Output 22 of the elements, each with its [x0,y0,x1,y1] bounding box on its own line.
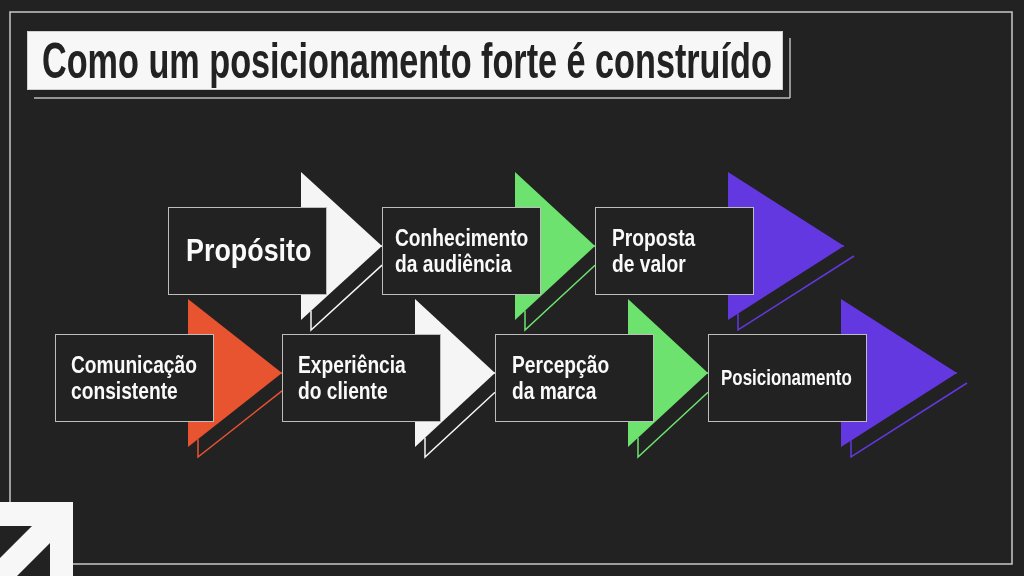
step-label: Propósito [186,233,313,269]
title: Como um posicionamento forte é construído [42,35,772,86]
triangle-arrow [728,172,845,320]
step-label: Comunicação consistente [71,351,198,405]
step-label: Conhecimento da audiência [395,224,530,278]
triangle-arrow [515,172,596,320]
process-box [55,334,214,422]
process-box [282,334,441,422]
process-box [595,207,754,295]
triangle-arrow [628,299,709,447]
triangle-arrow [188,299,283,447]
triangle-arrow [301,172,383,320]
triangle-arrow [415,299,496,447]
triangle-arrow [841,299,958,447]
process-box [382,207,541,295]
step-label: Percepção da marca [512,351,611,405]
process-box [168,207,327,295]
process-box [495,334,654,422]
step-label: Experiência do cliente [298,351,407,405]
step-label: Posicionamento [721,365,853,391]
step-label: Proposta de valor [612,224,697,278]
process-box [708,334,867,422]
